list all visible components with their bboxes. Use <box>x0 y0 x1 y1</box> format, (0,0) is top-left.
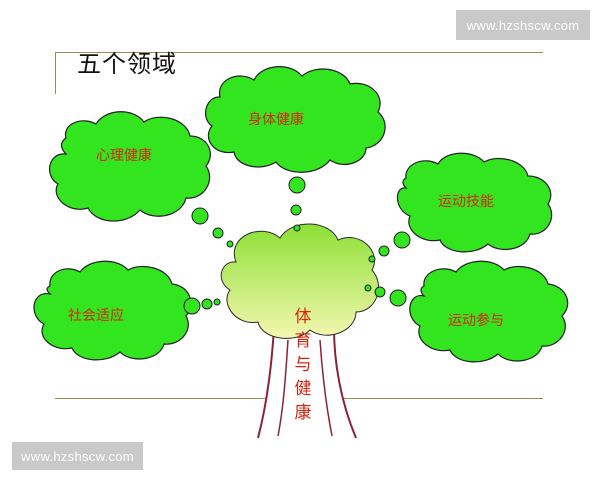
bubble <box>226 240 234 248</box>
bubble <box>389 289 407 307</box>
label-sports-participation: 运动参与 <box>448 312 504 329</box>
diagram-title: 五个领域 <box>77 50 177 78</box>
watermark-bottom: www.hzshscw.com <box>12 442 143 470</box>
cloud-sports-skills <box>396 152 553 253</box>
label-social-adaptation: 社会适应 <box>68 307 124 324</box>
tree-crown <box>220 223 380 339</box>
bubble <box>201 298 213 310</box>
center-char: 体 <box>295 307 312 327</box>
bubble <box>368 255 376 263</box>
bubble <box>293 224 301 232</box>
bubble <box>393 231 411 249</box>
bubble <box>212 227 224 239</box>
cloud-sports-participation <box>409 260 569 363</box>
bubble <box>191 207 209 225</box>
bubble <box>378 245 390 257</box>
bubble <box>290 204 302 216</box>
tree-trunk <box>257 327 357 439</box>
bubble <box>213 298 221 306</box>
bubble <box>364 284 372 292</box>
watermark-top: www.hzshscw.com <box>456 10 590 40</box>
bubble <box>288 176 306 194</box>
label-sports-skills: 运动技能 <box>438 194 494 210</box>
label-physical-health: 身体健康 <box>248 111 304 128</box>
frame-top-line <box>55 52 543 53</box>
connector-bubbles <box>183 176 411 315</box>
center-char: 健 <box>295 379 312 399</box>
label-mental-health: 心理健康 <box>96 147 152 164</box>
cloud-mental-health <box>49 111 211 222</box>
cloud-social-adaptation <box>33 260 192 361</box>
center-label: 体 育 与 健 康 <box>295 307 312 423</box>
cloud-physical-health <box>204 66 386 173</box>
center-char: 康 <box>295 403 312 423</box>
bubble <box>374 286 386 298</box>
center-char: 育 <box>295 331 312 351</box>
center-char: 与 <box>295 355 312 375</box>
frame-left-line <box>55 52 56 94</box>
bubble <box>183 297 201 315</box>
